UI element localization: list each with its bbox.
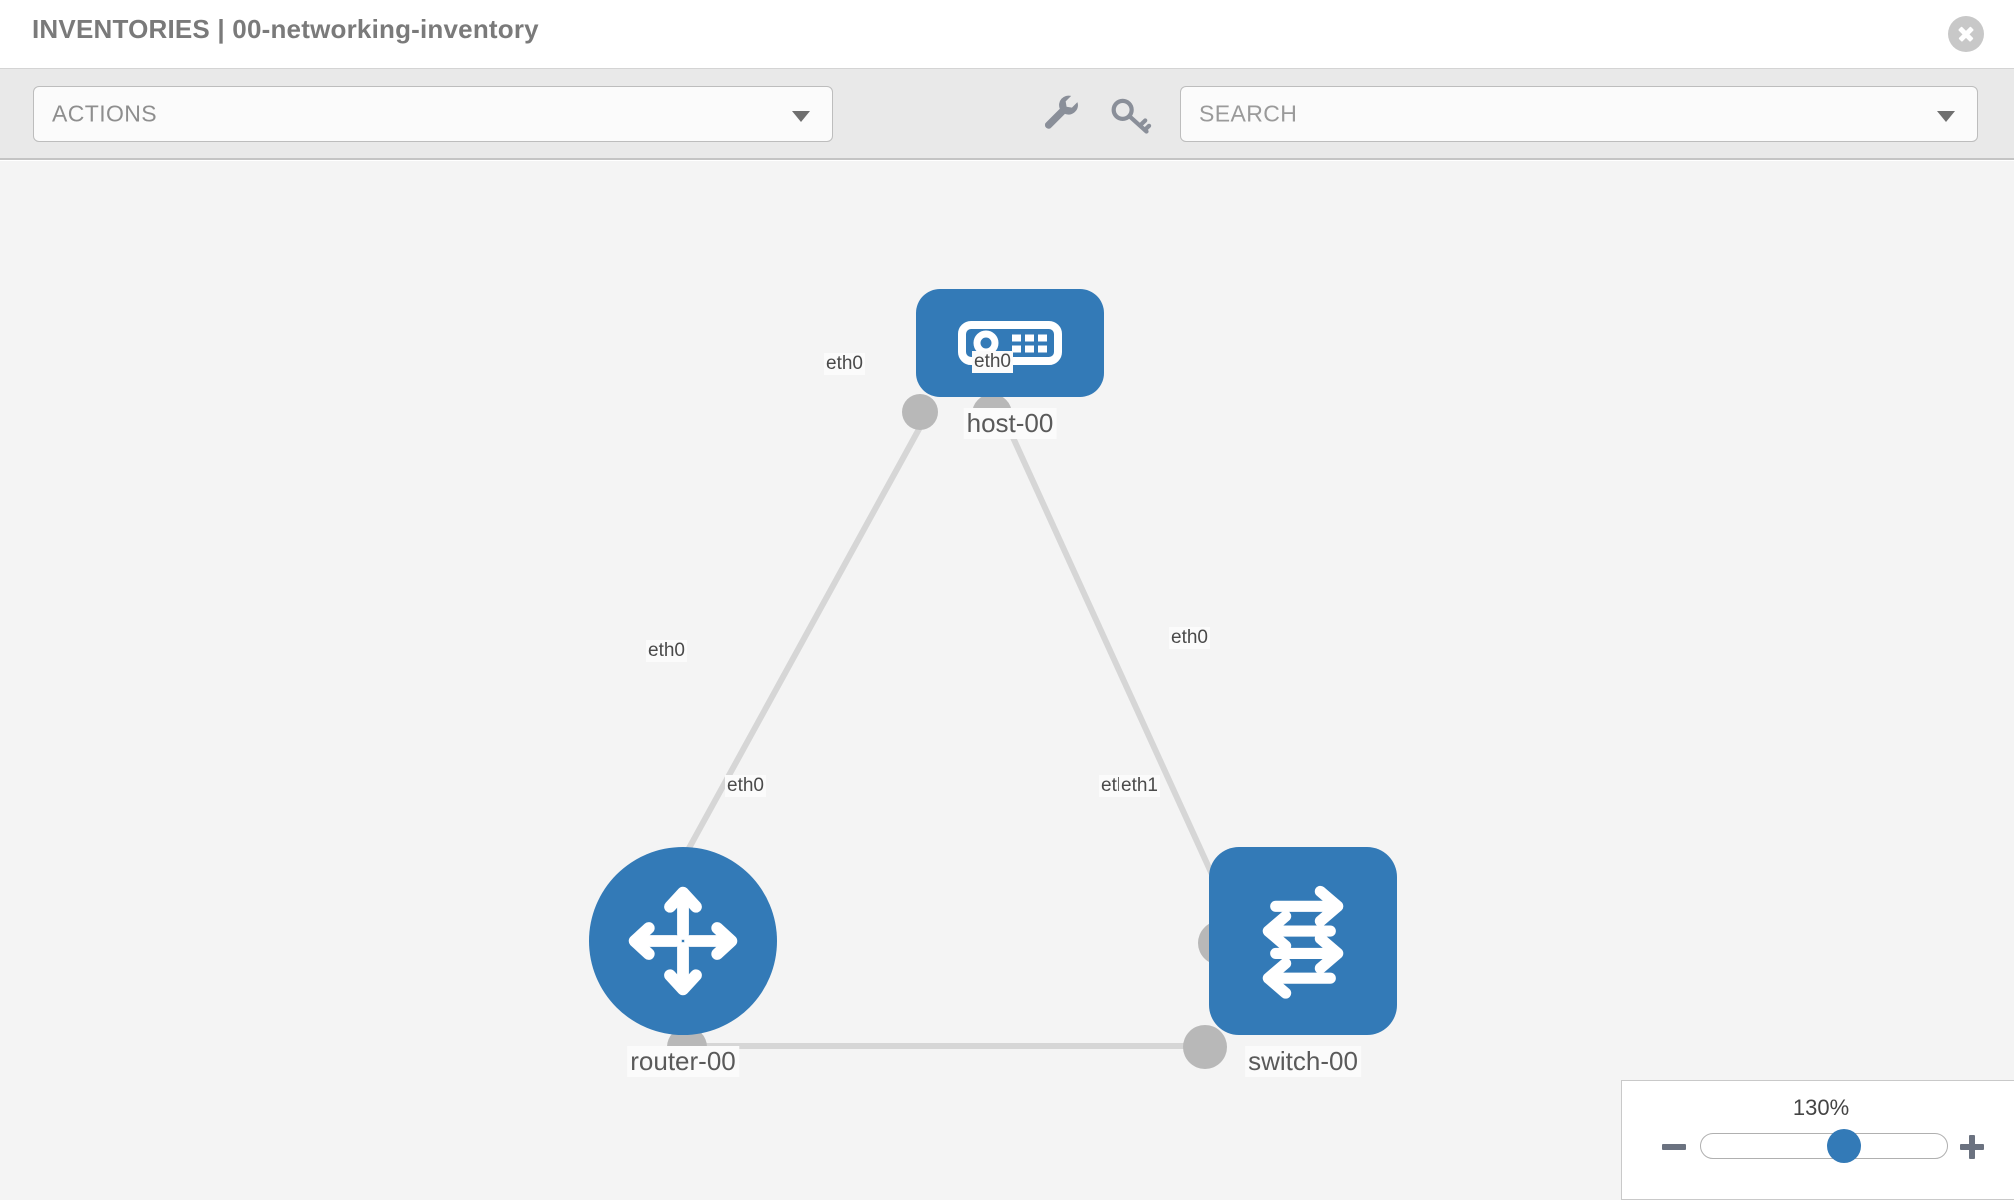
topology-graph: host-00 router-00 xyxy=(0,161,2014,1200)
node-host-00-shape[interactable] xyxy=(916,289,1104,397)
edge-host-router xyxy=(657,407,933,903)
key-icon[interactable] xyxy=(1108,93,1152,137)
connector-switch-left xyxy=(1183,1025,1227,1069)
node-switch-00: switch-00 xyxy=(1209,847,1397,1077)
iface-label-router-top: eth0 xyxy=(646,640,687,662)
actions-dropdown[interactable]: ACTIONS xyxy=(33,86,833,142)
router-arrows-icon xyxy=(628,886,738,996)
zoom-slider-thumb[interactable] xyxy=(1826,1129,1861,1163)
zoom-control-panel: 130% xyxy=(1621,1080,2014,1200)
node-switch-00-label: switch-00 xyxy=(1245,1046,1361,1077)
node-switch-00-shape[interactable] xyxy=(1209,847,1397,1035)
node-router-00-label: router-00 xyxy=(627,1046,739,1077)
toolbar: ACTIONS SEARCH xyxy=(0,68,2014,160)
topology-canvas[interactable]: host-00 router-00 xyxy=(0,161,2014,1200)
switch-arrows-icon xyxy=(1262,885,1344,999)
edge-host-switch xyxy=(997,407,1228,905)
iface-label-switch-left-b: eth1 xyxy=(1119,775,1160,797)
chevron-down-icon[interactable] xyxy=(1937,111,1955,122)
page-header: INVENTORIES | 00-networking-inventory xyxy=(0,0,2014,68)
page-title: INVENTORIES | 00-networking-inventory xyxy=(32,14,539,44)
close-icon[interactable] xyxy=(1948,16,1984,52)
node-router-00: router-00 xyxy=(589,847,777,1077)
chevron-down-icon xyxy=(792,111,810,122)
iface-label-host-left: eth0 xyxy=(824,353,865,375)
node-host-00-label: host-00 xyxy=(963,408,1057,439)
node-router-00-shape[interactable] xyxy=(589,847,777,1035)
node-host-00: host-00 xyxy=(916,289,1104,439)
iface-label-host-right: eth0 xyxy=(972,351,1013,373)
search-input[interactable]: SEARCH xyxy=(1180,86,1978,142)
zoom-slider-track[interactable] xyxy=(1700,1129,1948,1163)
wrench-icon[interactable] xyxy=(1040,93,1084,137)
minus-icon[interactable] xyxy=(1658,1131,1690,1163)
connector-host-left xyxy=(902,394,938,430)
topology-edges xyxy=(657,407,1228,1049)
iface-label-router-right: eth0 xyxy=(725,775,766,797)
search-placeholder: SEARCH xyxy=(1199,100,1298,127)
iface-label-switch-top: eth0 xyxy=(1169,627,1210,649)
actions-dropdown-label: ACTIONS xyxy=(52,100,158,127)
plus-icon[interactable] xyxy=(1956,1131,1988,1163)
zoom-level-value: 130% xyxy=(1792,1095,1850,1120)
